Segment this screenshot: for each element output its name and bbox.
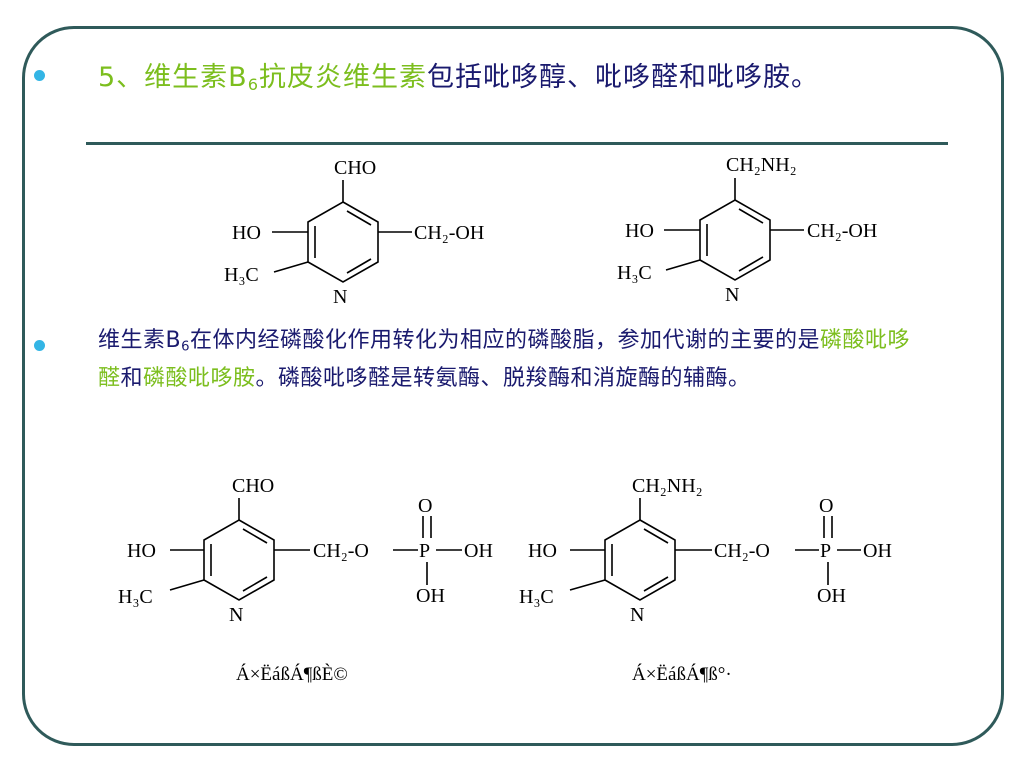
label-h3c: H₃C (224, 264, 259, 286)
para-text1: 维生素B (98, 328, 182, 353)
label-h3c: H₃C (519, 586, 554, 608)
heading-sub: 6 (247, 75, 260, 95)
bonds (169, 178, 861, 601)
label-oh: OH (863, 540, 892, 562)
heading-part3: 包括吡哆醇、吡哆醛和吡哆胺。 (427, 62, 820, 93)
para-sub: 6 (181, 339, 190, 355)
label-ho: HO (232, 222, 261, 244)
label-oh: OH (464, 540, 493, 562)
label-n: N (333, 286, 347, 308)
slide-heading: 5、维生素B6抗皮炎维生素包括吡哆醇、吡哆醛和吡哆胺。 (98, 56, 948, 106)
heading-part1: 5、维生素B (98, 62, 248, 93)
label-h3c: H₃C (118, 586, 153, 608)
label-ho: HO (127, 540, 156, 562)
label-p: P (820, 540, 831, 562)
label-oh: OH (817, 585, 846, 607)
para-text3: 和 (120, 366, 144, 392)
label-cho: CHO (232, 475, 274, 497)
bullet-dot (34, 340, 45, 351)
caption-left: Á×ËáßÁ¶ßÈ© (236, 664, 348, 685)
label-p: P (419, 540, 430, 562)
para-highlight1: 磷酸吡哆醛 (98, 328, 911, 392)
label-h3c: H₃C (617, 262, 652, 284)
label-ch2oh: CH₂-OH (414, 222, 484, 244)
label-ho: HO (625, 220, 654, 242)
body-paragraph: 维生素B6在体内经磷酸化作用转化为相应的磷酸脂，参加代谢的主要的是磷酸吡哆醛和磷… (98, 325, 928, 395)
para-text4: 。磷酸吡哆醛是转氨酶、脱羧酶和消旋酶的辅酶。 (255, 366, 751, 392)
label-n: N (630, 604, 644, 626)
label-ch2nh2: CH₂NH₂ (726, 154, 797, 176)
label-ch2o: CH₂-O (714, 540, 770, 562)
label-oh: OH (416, 585, 445, 607)
label-n: N (229, 604, 243, 626)
label-cho: CHO (334, 157, 376, 179)
label-ch2oh: CH₂-OH (807, 220, 877, 242)
bullet-dot (34, 70, 45, 81)
label-ch2o: CH₂-O (313, 540, 369, 562)
label-ch2nh2: CH₂NH₂ (632, 475, 703, 497)
label-ho: HO (528, 540, 557, 562)
label-n: N (725, 284, 739, 306)
heading-part2: 抗皮炎维生素 (259, 62, 428, 93)
caption-right: Á×ËáßÁ¶ß°· (632, 664, 732, 685)
para-text2: 在体内经磷酸化作用转化为相应的磷酸脂，参加代谢的主要的是 (189, 328, 820, 353)
label-o: O (819, 495, 833, 517)
divider (86, 142, 948, 145)
slide-frame (22, 26, 1004, 746)
label-o: O (418, 495, 432, 517)
para-highlight2: 磷酸吡哆胺 (143, 366, 256, 392)
